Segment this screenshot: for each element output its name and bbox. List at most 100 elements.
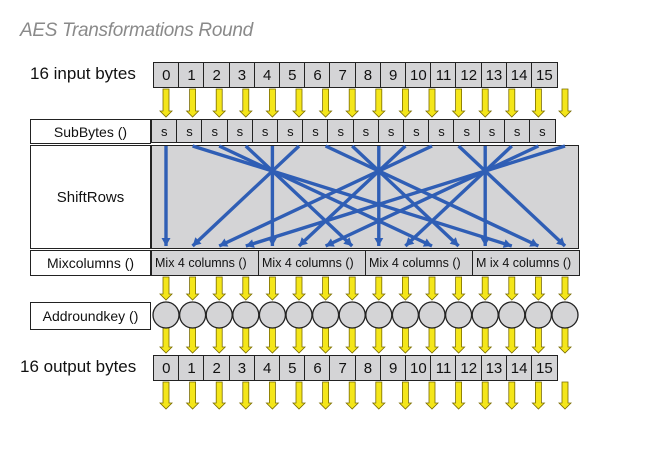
output-byte-1: 1 [178,355,205,381]
arrow-output-4 [265,381,280,410]
input-byte-8: 8 [354,62,382,88]
shiftrows-arrowhead-6 [325,238,335,247]
sbox-4: s [251,119,279,143]
arrow-output-7 [345,381,360,410]
arrow-input-to-sbox-10 [425,88,439,118]
xor-circle-0 [152,301,180,329]
arrow-input-to-sbox-7 [345,88,360,118]
input-byte-9: 9 [379,62,407,88]
output-byte-3: 3 [228,355,256,381]
output-byte-7: 7 [329,355,357,381]
xor-circle-9 [391,301,420,329]
output-byte-6: 6 [304,355,331,381]
sbox-15: s [529,119,556,143]
arrow-input-to-sbox-0 [159,88,173,118]
arrow-input-to-sbox-11 [451,88,466,118]
arrow-output-14 [531,381,546,410]
shiftrows-line-11 [351,144,460,248]
arrow-output-0 [159,381,173,410]
shiftrows-arrowhead-10 [422,238,432,247]
output-byte-9: 9 [379,355,407,381]
arrow-output-1 [185,381,200,410]
xor-circle-2 [205,301,233,329]
arrow-input-to-sbox-5 [292,88,306,118]
shiftrows-arrowhead-15 [556,237,565,246]
arrow-output-12 [478,381,493,410]
arrow-xor-to-output-15 [558,327,572,354]
output-bytes-label: 16 output bytes [20,357,137,376]
arrow-mix-to-xor-9 [398,276,413,301]
arrow-xor-to-output-0 [159,327,173,354]
input-byte-0: 0 [153,62,180,88]
xor-circle-10 [418,301,446,329]
arrow-xor-to-output-8 [371,327,386,354]
shiftrows-line-14 [324,144,540,248]
shiftrows-arrowhead-9 [405,237,415,246]
shiftrows-arrowhead-2 [219,238,229,247]
sbox-11: s [428,119,455,143]
arrow-xor-to-output-13 [504,327,519,354]
shiftrows-arrowhead-3 [245,239,255,248]
input-byte-4: 4 [253,62,281,88]
output-byte-10: 10 [405,355,432,381]
mix-block-3: Mix 4 columns () [365,250,473,276]
arrow-input-to-sbox-15 [558,88,572,118]
shiftrows-line-15 [457,144,567,248]
output-byte-13: 13 [480,355,508,381]
xor-circle-7 [338,301,366,329]
shiftrows-arrowhead-7 [343,237,353,246]
input-byte-11: 11 [430,62,457,88]
xor-circle-12 [471,301,499,329]
arrow-output-13 [504,381,519,410]
arrow-input-to-sbox-1 [185,88,200,118]
shiftrows-arrowhead-11 [449,237,459,246]
shiftrows-arrowhead-5 [299,237,308,246]
output-byte-2: 2 [203,355,230,381]
arrow-xor-to-output-7 [345,327,360,354]
output-byte-4: 4 [253,355,281,381]
arrow-output-8 [371,381,386,410]
arrow-output-2 [212,381,227,410]
xor-circle-6 [311,301,340,329]
arrow-xor-to-output-14 [531,327,546,354]
input-bytes-label: 16 input bytes [30,64,136,83]
output-byte-11: 11 [430,355,457,381]
input-byte-13: 13 [480,62,508,88]
shiftrows-arrowhead-1 [192,237,202,246]
arrow-output-6 [318,381,333,410]
arrow-xor-to-output-10 [425,327,439,354]
arrow-mix-to-xor-10 [425,276,439,301]
arrow-mix-to-xor-3 [238,276,253,301]
arrow-mix-to-xor-7 [345,276,360,301]
mixcolumns-label: Mixcolumns () [30,250,151,276]
xor-circle-1 [178,301,207,329]
xor-circle-8 [365,301,393,329]
arrow-mix-to-xor-15 [558,276,572,301]
input-byte-14: 14 [505,62,533,88]
arrow-input-to-sbox-8 [371,88,386,118]
arrow-mix-to-xor-12 [478,276,493,301]
arrow-output-3 [238,381,253,410]
arrow-input-to-sbox-3 [238,88,253,118]
arrow-mix-to-xor-2 [212,276,227,301]
xor-circle-5 [285,301,313,329]
arrow-output-11 [451,381,466,410]
input-byte-3: 3 [228,62,256,88]
arrow-input-to-sbox-2 [212,88,227,118]
arrow-xor-to-output-4 [265,327,280,354]
arrow-mix-to-xor-1 [185,276,200,301]
arrow-xor-to-output-1 [185,327,200,354]
arrow-mix-to-xor-4 [265,276,280,301]
sbox-5: s [277,119,304,143]
arrow-mix-to-xor-14 [531,276,546,301]
arrow-input-to-sbox-13 [504,88,519,118]
output-byte-0: 0 [153,355,180,381]
addroundkey-label: Addroundkey () [30,302,151,330]
arrow-input-to-sbox-12 [478,88,493,118]
output-byte-15: 15 [531,355,558,381]
xor-circle-3 [232,301,260,329]
arrow-input-to-sbox-4 [265,88,280,118]
xor-circle-4 [258,301,287,329]
